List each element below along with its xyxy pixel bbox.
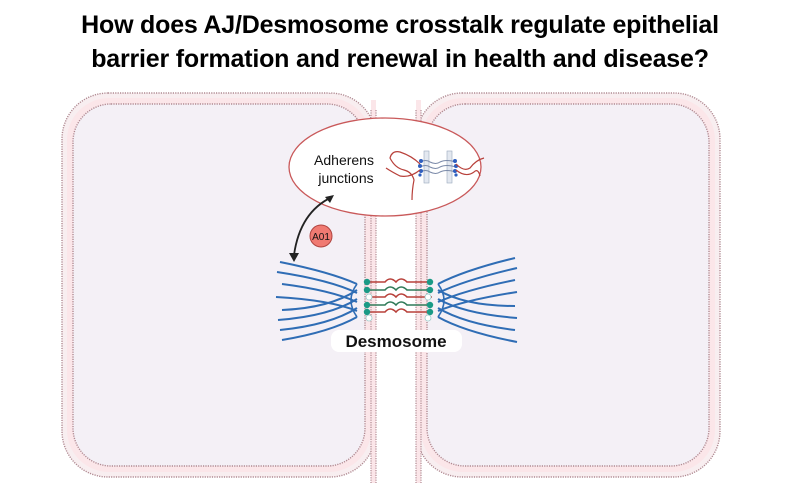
diagram-title: How does AJ/Desmosome crosstalk regulate…	[0, 8, 800, 76]
keratin-filaments-left	[275, 261, 358, 341]
left-cell	[61, 92, 377, 478]
desmosomal-cadherins	[368, 278, 432, 314]
title-line-2: barrier formation and renewal in health …	[91, 45, 709, 73]
desmosome-label: Desmosome	[331, 330, 462, 352]
a01-badge-label: A01	[312, 232, 330, 243]
a01-badge: A01	[309, 224, 333, 248]
callout-label-line-2: junctions	[317, 170, 373, 186]
desmosome-plaque-right	[424, 278, 434, 322]
arrowhead-up-icon	[325, 195, 334, 203]
crosstalk-arrow	[289, 195, 334, 262]
right-cell	[415, 92, 721, 478]
desmosome-plaque-left	[363, 278, 373, 322]
title-line-1: How does AJ/Desmosome crosstalk regulate…	[81, 11, 719, 39]
arrowhead-down-icon	[289, 253, 299, 262]
keratin-filaments-right	[437, 257, 518, 343]
adherens-junction-callout: Adherens junctions	[288, 117, 485, 217]
callout-label-line-1: Adherens	[314, 152, 374, 168]
adherens-junction-illustration	[385, 150, 485, 201]
desmosome-label-text: Desmosome	[345, 332, 446, 351]
